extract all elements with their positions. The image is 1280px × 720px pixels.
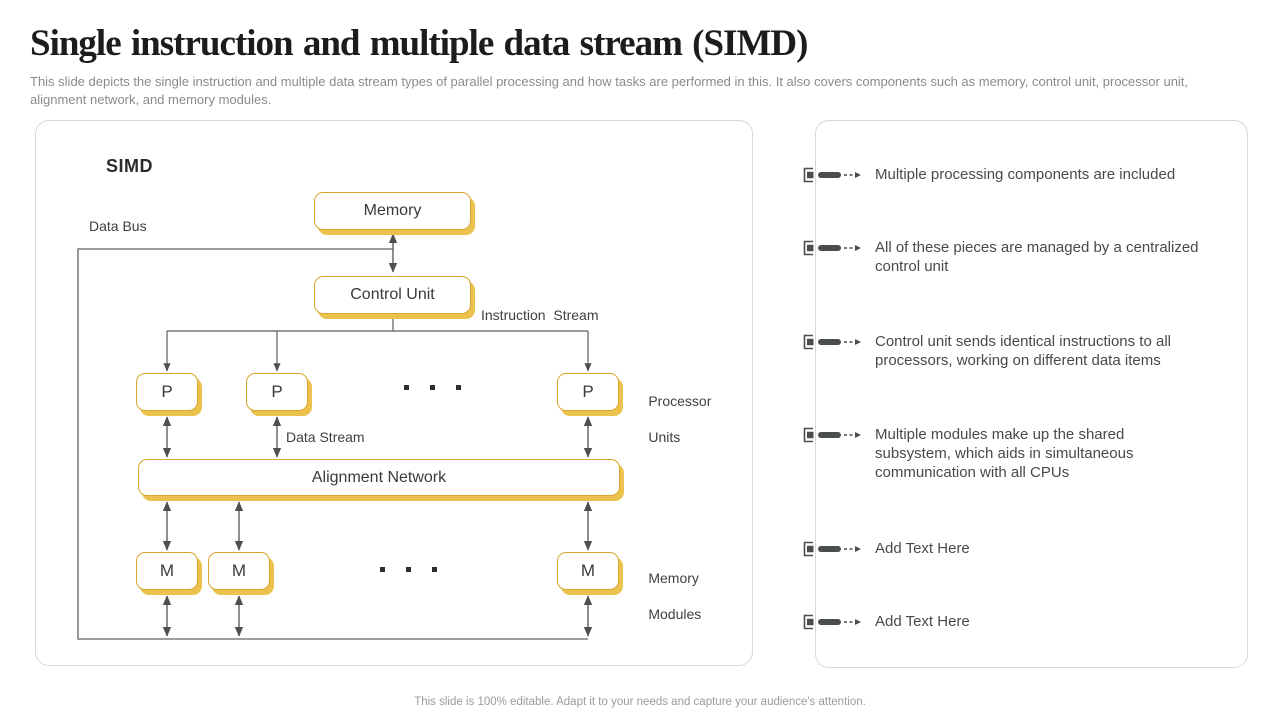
list-item: Control unit sends identical instruction…: [803, 332, 1235, 370]
data-stream-label: Data Stream: [286, 429, 365, 445]
page-title: Single instruction and multiple data str…: [30, 23, 808, 64]
diagram-heading: SIMD: [106, 156, 153, 176]
alignment-network-box: Alignment Network: [138, 459, 620, 496]
bracket-dash-arrow-icon: [803, 334, 861, 350]
bullet-list-panel: Multiple processing components are inclu…: [803, 120, 1248, 668]
list-item: Add Text Here: [803, 539, 1235, 558]
ellipsis-dots-processors: [404, 385, 461, 390]
bracket-dash-arrow-icon: [803, 614, 861, 630]
simd-diagram-panel: SIMD Memory Control Unit Alignment Netwo…: [35, 120, 753, 666]
bracket-dash-arrow-icon: [803, 427, 861, 443]
connector-lines: [77, 233, 593, 640]
list-item-text: Multiple processing components are inclu…: [875, 166, 1176, 183]
ellipsis-dots-modules: [380, 567, 437, 572]
memory-module-box-3: M: [557, 552, 619, 590]
slide-description: This slide depicts the single instructio…: [30, 74, 1189, 107]
footer-note: This slide is 100% editable. Adapt it to…: [414, 696, 866, 708]
memory-module-box-2: M: [208, 552, 270, 590]
data-bus-label: Data Bus: [89, 218, 147, 234]
memory-module-box-1: M: [136, 552, 198, 590]
list-item-text: Control unit sends identical instruction…: [875, 333, 1171, 369]
memory-modules-label: Memory Modules: [648, 570, 702, 622]
processor-box-3: P: [557, 373, 619, 411]
list-item-text: Add Text Here: [875, 540, 970, 557]
data-bus-line: [77, 248, 588, 640]
processor-box-2: P: [246, 373, 308, 411]
list-item: All of these pieces are managed by a cen…: [803, 238, 1235, 276]
memory-box: Memory: [314, 192, 471, 230]
list-item-text: Add Text Here: [875, 613, 970, 630]
instruction-branch-line: [167, 314, 588, 332]
list-item: Add Text Here: [803, 612, 1235, 631]
bracket-dash-arrow-icon: [803, 167, 861, 183]
list-item-text: Multiple modules make up the shared subs…: [875, 426, 1134, 481]
bracket-dash-arrow-icon: [803, 541, 861, 557]
bracket-dash-arrow-icon: [803, 240, 861, 256]
list-item: Multiple modules make up the shared subs…: [803, 425, 1235, 482]
instruction-stream-label: Instruction Stream: [481, 307, 599, 323]
processor-units-label: Processor Units: [648, 393, 712, 445]
list-item-text: All of these pieces are managed by a cen…: [875, 239, 1199, 275]
control-unit-box: Control Unit: [314, 276, 471, 314]
processor-box-1: P: [136, 373, 198, 411]
list-item: Multiple processing components are inclu…: [803, 165, 1235, 184]
